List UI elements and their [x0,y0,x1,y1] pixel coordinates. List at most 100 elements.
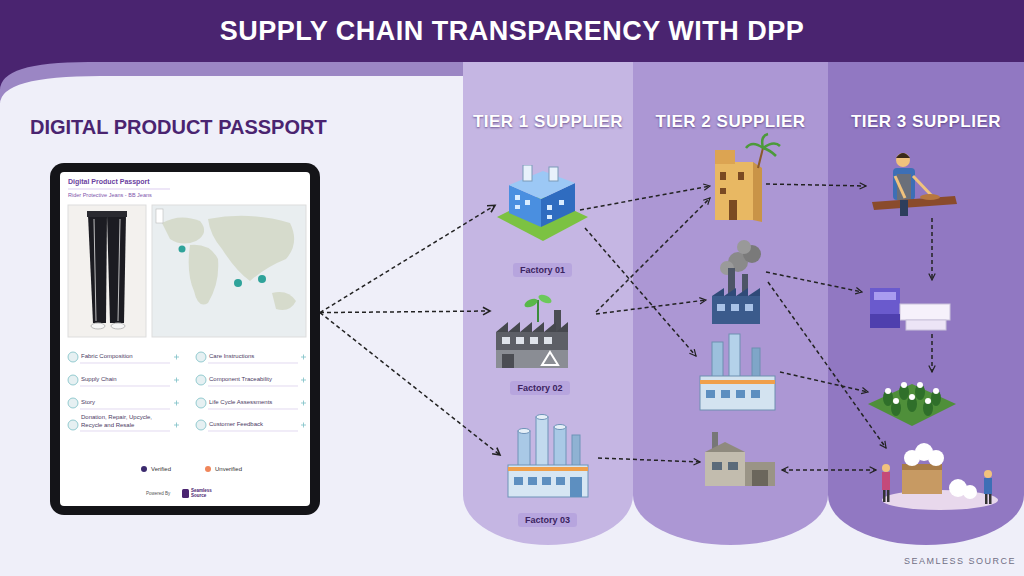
craft-worker-part [900,200,908,216]
factory-node-part-part [514,477,582,497]
tablet-passport-part-part-part [208,386,298,387]
mud-building-part [753,162,762,222]
factory-node-part-part [496,350,568,368]
factory-node-part-part-part [516,337,524,344]
tablet-passport-part-part [118,219,120,321]
textile-machine-part [874,292,896,300]
processing-plant-part [736,390,745,398]
menu-item-slot: Donation, Repair, Upcycle, Recycle and R… [81,414,167,429]
processing-plant-part [751,390,760,398]
cotton-harvest-part [882,464,890,472]
factory-node-part-part-part [559,200,564,205]
processing-plant-part [721,390,730,398]
tablet-passport-part-part-part [80,363,170,364]
factory-node-part-part [515,195,564,219]
diagram-title-slot: SUPPLY CHAIN TRANSPARENCY WITH DPP [0,0,1024,62]
factory-node-part-part [572,435,580,467]
screen-title-slot: Digital Product Passport [68,178,228,185]
tablet-passport-part-part [189,245,219,305]
menu-item-slot: Life Cycle Assessments [209,399,299,407]
factory-node-part [490,290,590,372]
factory-node-part-part-part [515,195,520,200]
cotton-harvest-part [984,478,992,494]
menu-item-slot: Fabric Composition [81,353,169,361]
legend-swatch [141,466,147,472]
factory-node-part-part [508,465,588,497]
tablet-passport-part-part [87,211,127,217]
factory-node-part-part-part [542,477,551,485]
tier-band-fill [633,62,828,545]
tablet-passport-part-part [234,279,242,287]
factory-node-part-part [518,429,530,434]
smoking-factory-part [737,240,751,254]
factory-label: Factory 02 [510,381,569,395]
cotton-harvest-part [963,485,977,499]
menu-item: Component Traceability [209,376,299,384]
textile-machine-part [906,320,946,330]
tier-heading: TIER 2 SUPPLIER [633,112,828,132]
menu-item-slot: Customer Feedback [209,421,299,429]
warehouse-part [712,462,722,470]
tier-heading: TIER 1 SUPPLIER [463,112,633,132]
tablet-passport-part-part-part [196,375,206,385]
tablet-passport-part-part-part [196,352,206,362]
factory-node-part-part-part [556,477,565,485]
cotton-harvest-part [882,472,890,490]
tablet-passport-part-part-part [196,398,206,408]
tablet-passport-part-part [68,189,170,190]
warehouse-part [705,452,745,486]
cotton-harvest-part [928,450,944,466]
tablet-passport-part-part [179,246,186,253]
factory-node-part-part [523,297,539,309]
tier-heading-slot: TIER 2 SUPPLIER [633,112,828,132]
factory-node-part-part [509,171,575,199]
legend-item: Unverified [205,465,242,473]
menu-item: Life Cycle Assessments [209,399,299,407]
tier-heading-slot: TIER 1 SUPPLIER [463,112,633,132]
warehouse-part [752,470,768,486]
tablet-passport-part-part-part [208,409,298,410]
smoking-factory-part [745,304,753,311]
craft-worker-part [920,194,940,200]
factory-node-part-part [542,352,558,365]
factory-label: Factory 03 [518,513,577,527]
factory-node-part-part-part [570,477,582,497]
factory-node-part-part-part [547,205,552,210]
factory-node-part-part [536,415,548,420]
cotton-harvest-part [883,490,886,502]
menu-item: Fabric Composition [81,353,169,361]
factory-node-part-part [496,322,568,332]
factory-node-part-part-part [502,337,510,344]
tablet-passport-part-part-part [196,420,206,430]
factory-node-part-part-part [530,337,538,344]
cotton-harvest-part [989,494,992,504]
factory-node-part-part [549,167,558,181]
smoking-factory-part [717,304,725,311]
factory-node-part-part [496,332,568,368]
tier-heading: TIER 3 SUPPLIER [828,112,1024,132]
legend-item: Verified [141,465,171,473]
product-name: Rider Protective Jeans - BB Jeans [68,192,228,198]
cotton-field-part-part [933,388,939,394]
factory-node-part-part-part [525,200,530,205]
tablet-passport-part-part [182,489,189,498]
menu-item-slot: Story [81,399,169,407]
tablet-passport-part-part [111,323,125,329]
powered-by-slot: Powered By [146,491,180,497]
warehouse-part [745,462,775,486]
cotton-harvest-part [984,470,992,478]
diagram-title: SUPPLY CHAIN TRANSPARENCY WITH DPP [0,0,1024,62]
brand-logo-text-slot: Seamless Source [191,488,219,498]
menu-item: Donation, Repair, Upcycle, Recycle and R… [81,414,167,429]
tablet-passport-part-part [107,215,126,323]
tablet-passport-part-part-part [68,420,78,430]
factory-node: Factory 01 [495,165,590,277]
factory-node-part-part-part [528,477,537,485]
factory-node-part-part [508,467,588,471]
factory-node-part [495,165,590,247]
warehouse-part [728,462,738,470]
tablet-passport-part-part [208,216,294,281]
tablet-passport-part-part [60,172,310,506]
menu-item: Care Instructions [209,353,299,361]
textile-machine-part [870,288,900,314]
